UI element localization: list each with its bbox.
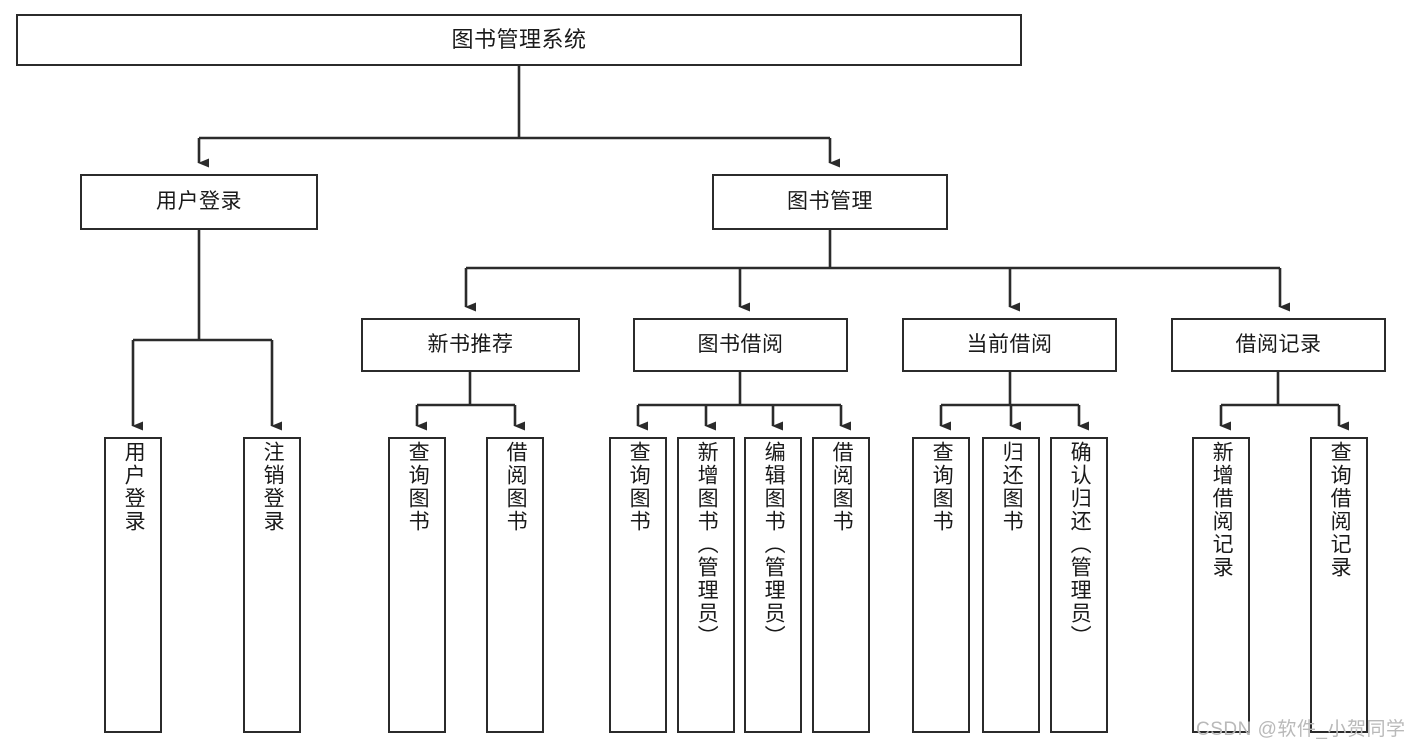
node-borrow-record[interactable]: 借阅记录 (1171, 318, 1386, 372)
node-label: 新增图书（管理员） (695, 441, 719, 648)
node-root-system[interactable]: 图书管理系统 (16, 14, 1022, 66)
node-label: 用户登录 (122, 441, 146, 533)
node-label: 借阅记录 (1235, 332, 1322, 356)
node-label: 查询图书 (406, 441, 430, 533)
node-label: 新书推荐 (427, 332, 514, 356)
node-label: 查询图书 (627, 441, 651, 533)
node-new-book-recommend[interactable]: 新书推荐 (361, 318, 580, 372)
leaf-query-book-current[interactable]: 查询图书 (912, 437, 970, 733)
leaf-borrow-book-newbook[interactable]: 借阅图书 (486, 437, 544, 733)
node-label: 借阅图书 (830, 441, 854, 533)
leaf-logout[interactable]: 注销登录 (243, 437, 301, 733)
watermark: CSDN @软件_小贺同学 (1196, 719, 1405, 740)
node-current-borrow[interactable]: 当前借阅 (902, 318, 1117, 372)
leaf-query-borrow-record[interactable]: 查询借阅记录 (1310, 437, 1368, 733)
leaf-add-book-admin[interactable]: 新增图书（管理员） (677, 437, 735, 733)
node-label: 归还图书 (1000, 441, 1024, 533)
leaf-query-book-borrow[interactable]: 查询图书 (609, 437, 667, 733)
node-label: 当前借阅 (966, 332, 1053, 356)
leaf-borrow-book[interactable]: 借阅图书 (812, 437, 870, 733)
node-book-management[interactable]: 图书管理 (712, 174, 948, 230)
node-user-login[interactable]: 用户登录 (80, 174, 318, 230)
node-label: 新增借阅记录 (1210, 441, 1234, 579)
node-label: 用户登录 (156, 189, 242, 213)
leaf-query-book-newbook[interactable]: 查询图书 (388, 437, 446, 733)
node-label: 借阅图书 (504, 441, 528, 533)
leaf-add-borrow-record[interactable]: 新增借阅记录 (1192, 437, 1250, 733)
node-label: 确认归还（管理员） (1068, 441, 1092, 648)
node-label: 注销登录 (261, 441, 285, 533)
node-label: 图书借阅 (697, 332, 784, 356)
node-book-borrow[interactable]: 图书借阅 (633, 318, 848, 372)
leaf-user-login[interactable]: 用户登录 (104, 437, 162, 733)
node-label: 查询图书 (930, 441, 954, 533)
node-label: 编辑图书（管理员） (762, 441, 786, 648)
node-label: 图书管理系统 (451, 27, 587, 53)
node-label: 图书管理 (787, 189, 873, 213)
leaf-confirm-return-admin[interactable]: 确认归还（管理员） (1050, 437, 1108, 733)
node-label: 查询借阅记录 (1328, 441, 1352, 579)
leaf-return-book[interactable]: 归还图书 (982, 437, 1040, 733)
leaf-edit-book-admin[interactable]: 编辑图书（管理员） (744, 437, 802, 733)
